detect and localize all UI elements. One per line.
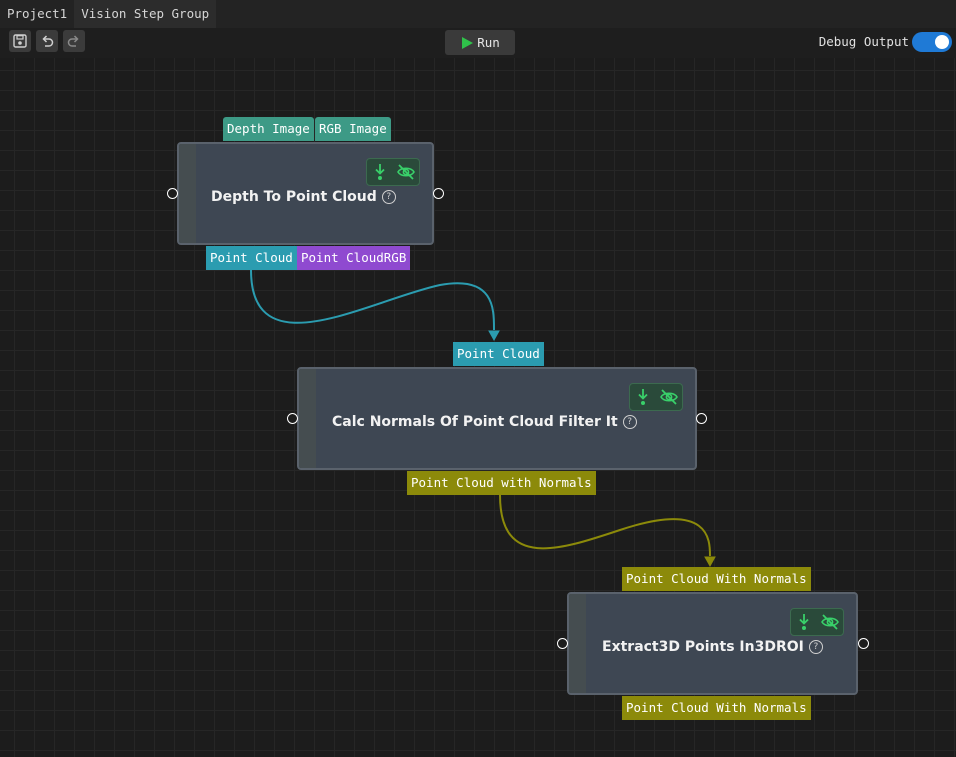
exec-out-pin[interactable]: [433, 188, 444, 199]
node-calc-normals[interactable]: Calc Normals Of Point Cloud Filter It?: [297, 367, 697, 470]
redo-icon: [67, 35, 79, 47]
input-port-rgb-image[interactable]: RGB Image: [315, 117, 391, 141]
output-port-point-cloud-rgb[interactable]: Point CloudRGB: [297, 246, 411, 270]
run-button[interactable]: Run: [445, 30, 515, 55]
exec-out-pin[interactable]: [858, 638, 869, 649]
node-strip: [179, 144, 196, 243]
node-title: Calc Normals Of Point Cloud Filter It?: [332, 414, 637, 430]
download-arrow-icon[interactable]: [370, 162, 390, 182]
download-arrow-icon[interactable]: [633, 387, 653, 407]
tab-project1[interactable]: Project1: [7, 6, 68, 21]
node-depth-to-point-cloud[interactable]: Depth To Point Cloud?: [177, 142, 434, 245]
help-icon[interactable]: ?: [808, 640, 823, 654]
redo-button[interactable]: [63, 30, 85, 52]
debug-output-toggle[interactable]: [912, 32, 952, 52]
save-button[interactable]: [9, 30, 31, 52]
undo-button[interactable]: [36, 30, 58, 52]
node-title-text: Extract3D Points In3DROI: [602, 639, 804, 655]
toggle-knob: [935, 35, 949, 49]
download-arrow-icon[interactable]: [794, 612, 814, 632]
eye-off-icon[interactable]: [659, 387, 679, 407]
node-strip: [299, 369, 316, 468]
save-icon: [13, 34, 27, 48]
eye-off-icon[interactable]: [820, 612, 840, 632]
node-title-text: Depth To Point Cloud: [211, 189, 377, 205]
play-icon: [462, 36, 474, 49]
node-strip: [569, 594, 586, 693]
debug-output-label: Debug Output: [818, 34, 909, 49]
node-extract3d-points[interactable]: Extract3D Points In3DROI?: [567, 592, 858, 695]
output-port-point-cloud-with-normals[interactable]: Point Cloud with Normals: [407, 471, 596, 495]
node-title-text: Calc Normals Of Point Cloud Filter It: [332, 414, 618, 430]
undo-icon: [42, 35, 54, 47]
exec-in-pin[interactable]: [287, 413, 298, 424]
help-icon[interactable]: ?: [381, 190, 396, 204]
node-title: Depth To Point Cloud?: [211, 189, 396, 205]
node-action-buttons: [790, 608, 844, 636]
tab-bar: Project1 Vision Step Group: [0, 0, 956, 29]
output-port-point-cloud-with-normals[interactable]: Point Cloud With Normals: [622, 696, 811, 720]
exec-out-pin[interactable]: [696, 413, 707, 424]
node-title: Extract3D Points In3DROI?: [602, 639, 823, 655]
input-port-point-cloud-with-normals[interactable]: Point Cloud With Normals: [622, 567, 811, 591]
exec-in-pin[interactable]: [167, 188, 178, 199]
exec-in-pin[interactable]: [557, 638, 568, 649]
help-icon[interactable]: ?: [622, 415, 637, 429]
input-port-depth-image[interactable]: Depth Image: [223, 117, 314, 141]
node-action-buttons: [366, 158, 420, 186]
node-action-buttons: [629, 383, 683, 411]
eye-off-icon[interactable]: [396, 162, 416, 182]
input-port-point-cloud[interactable]: Point Cloud: [453, 342, 544, 366]
toolbar: Run Debug Output: [0, 28, 956, 58]
tab-vision-step-group[interactable]: Vision Step Group: [74, 0, 217, 28]
output-port-point-cloud[interactable]: Point Cloud: [206, 246, 297, 270]
run-label: Run: [477, 35, 500, 50]
